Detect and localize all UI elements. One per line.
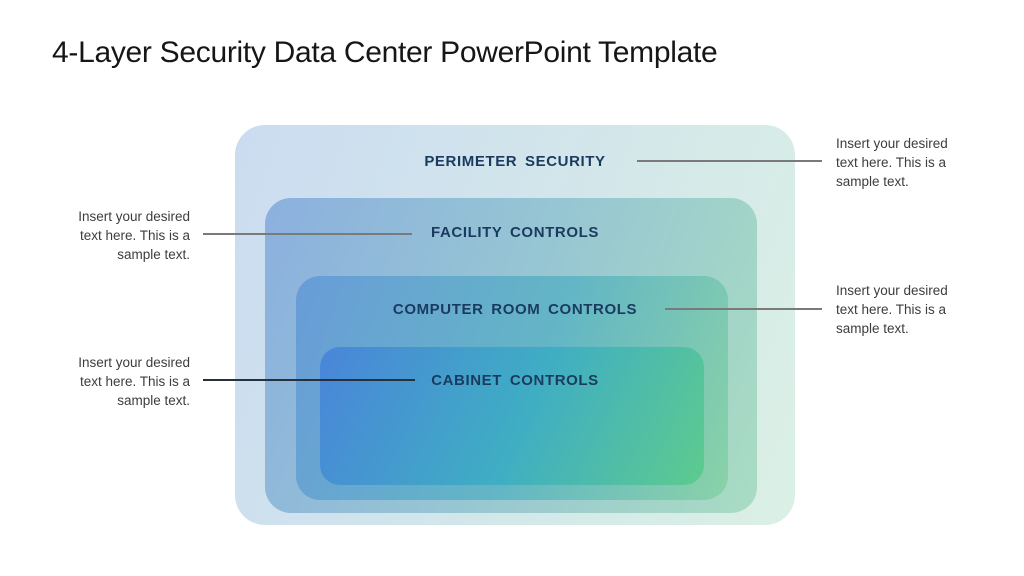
layer-label-perimeter-security: PERIMETER SECURITY [424, 153, 606, 170]
layer-cabinet-controls [320, 347, 704, 485]
layer-label-facility-controls: FACILITY CONTROLS [431, 224, 599, 241]
annotation-cabinet-controls: Insert your desired text here. This is a… [78, 355, 190, 408]
annotation-perimeter-security: Insert your desired text here. This is a… [836, 136, 948, 189]
annotation-computer-room-controls: Insert your desired text here. This is a… [836, 283, 948, 336]
connector-line-perimeter-security [637, 160, 822, 162]
layer-label-computer-room-controls: COMPUTER ROOM CONTROLS [392, 301, 638, 318]
layer-label-cabinet-controls: CABINET CONTROLS [431, 372, 599, 389]
connector-line-facility-controls [203, 233, 412, 235]
annotation-facility-controls: Insert your desired text here. This is a… [78, 209, 190, 262]
connector-line-cabinet-controls [203, 379, 415, 381]
slide-title: 4-Layer Security Data Center PowerPoint … [52, 36, 718, 69]
connector-line-computer-room-controls [665, 308, 822, 310]
